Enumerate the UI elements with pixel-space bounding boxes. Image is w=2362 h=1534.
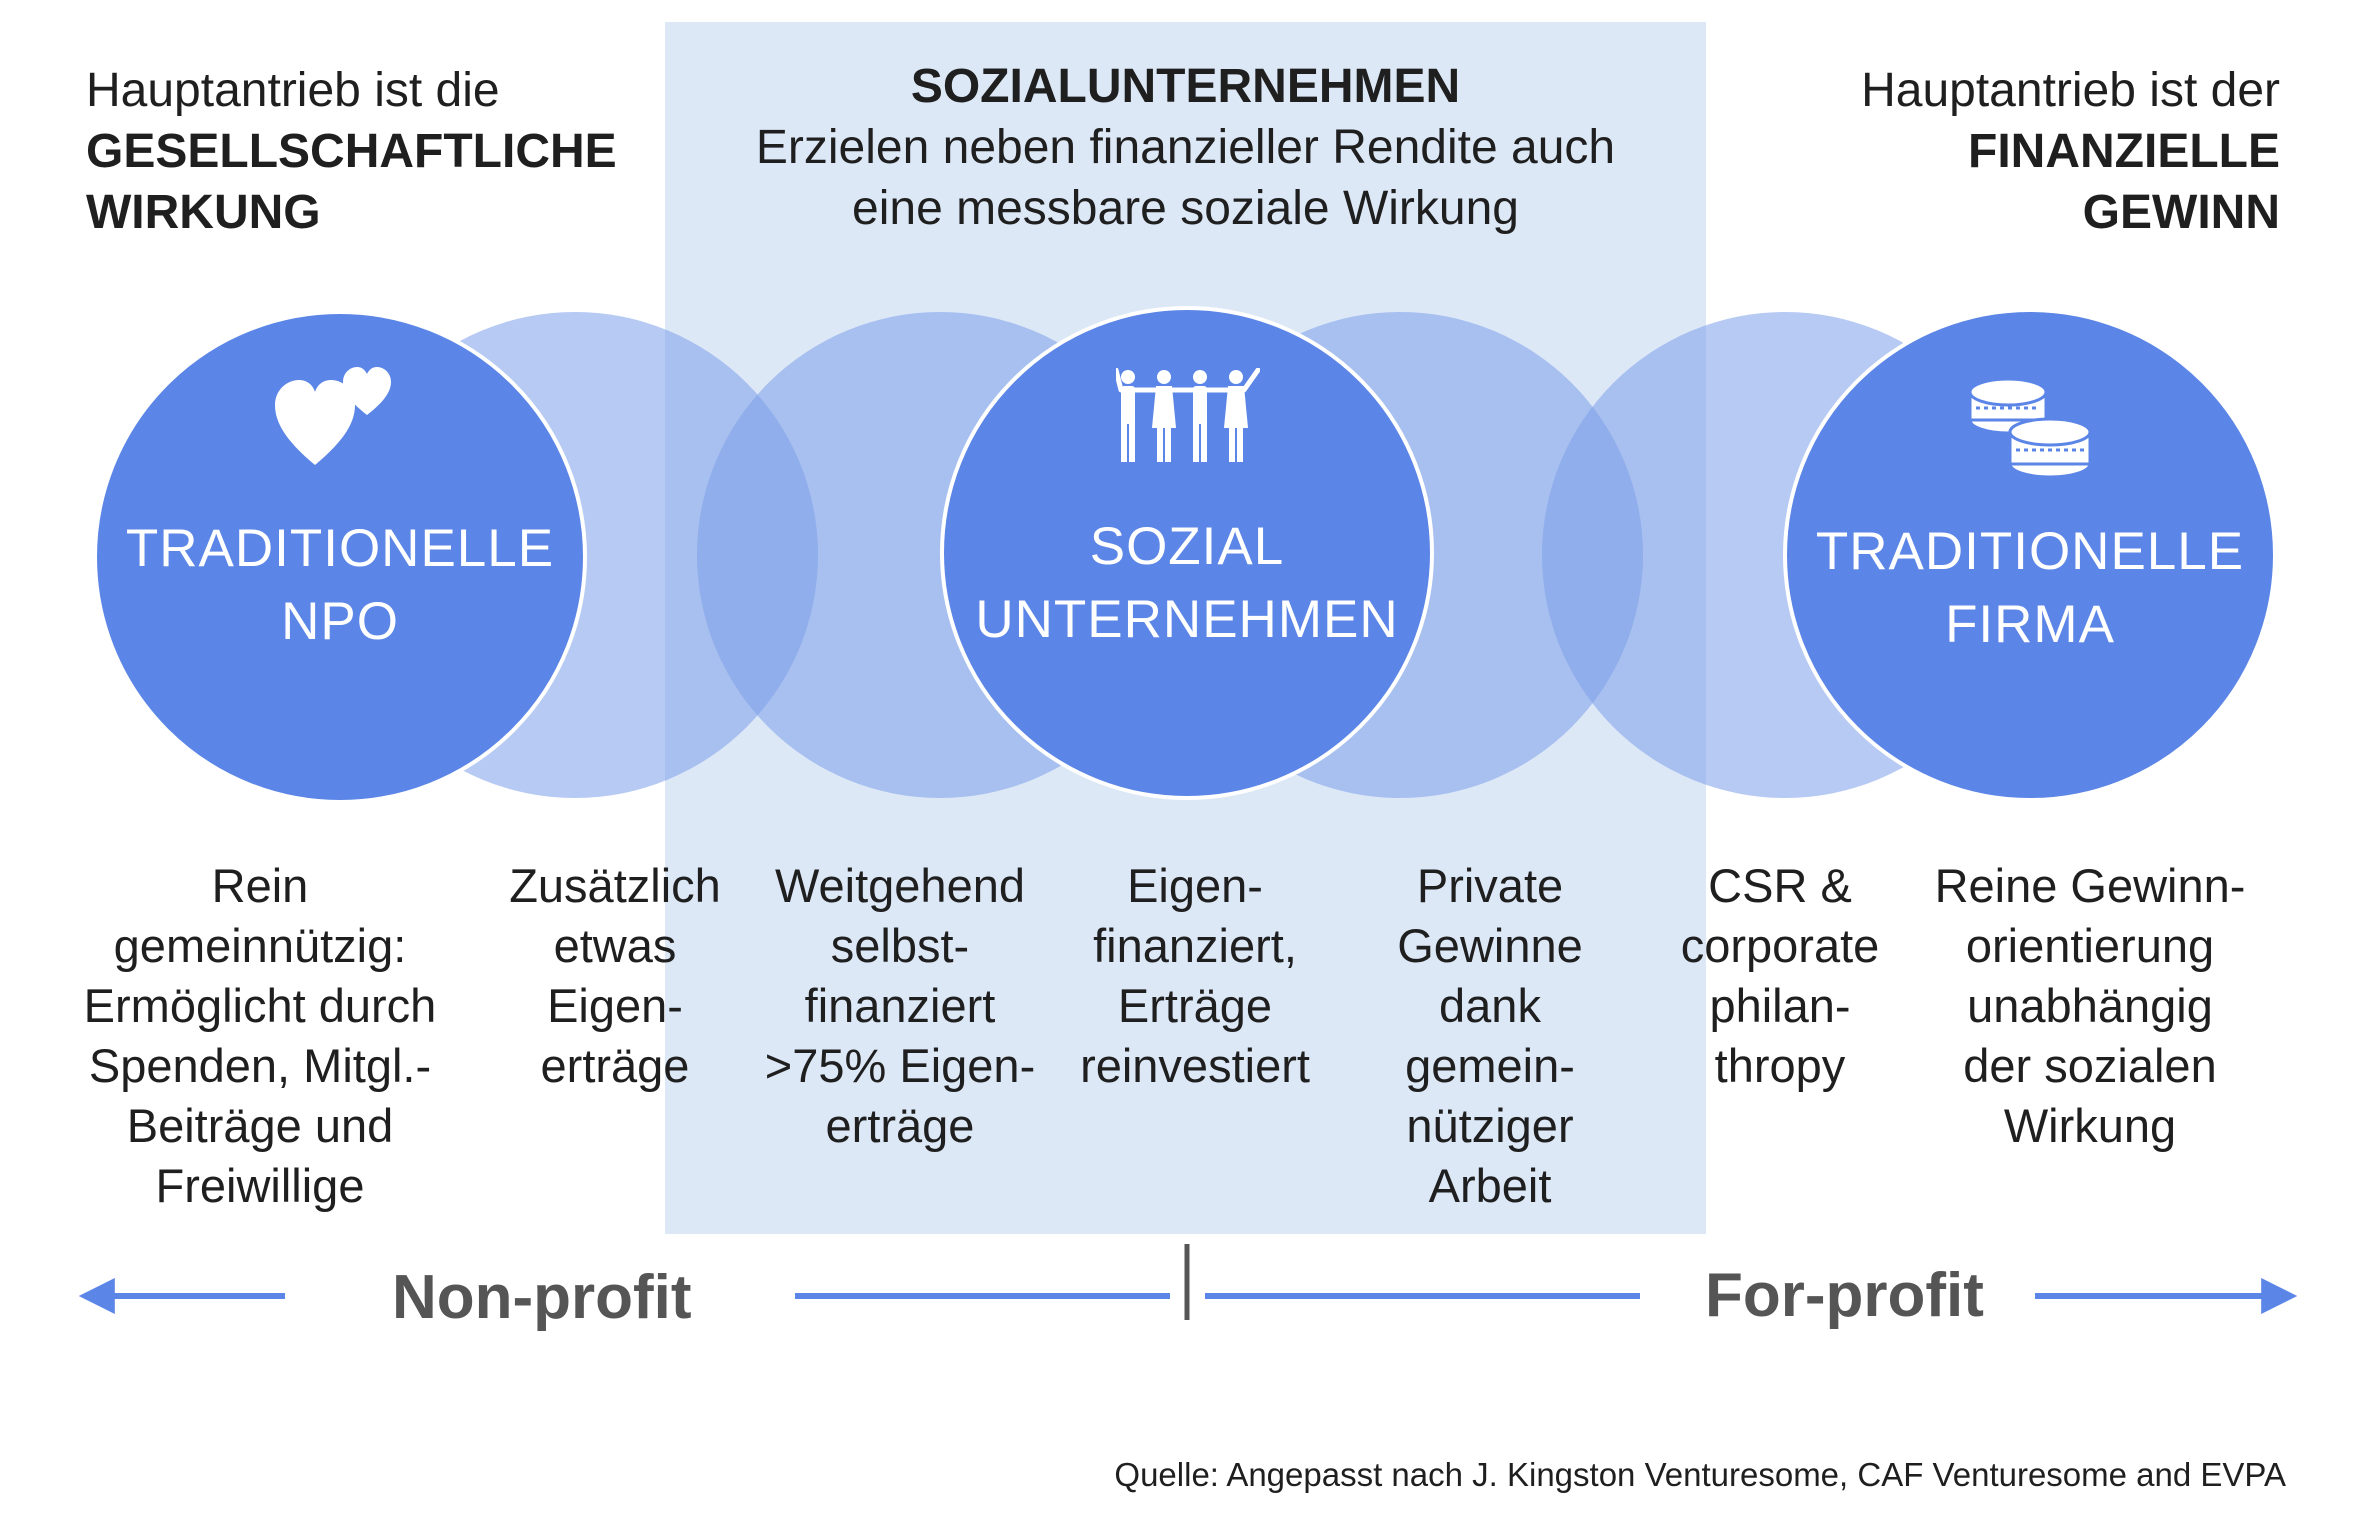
npo-label-line1: TRADITIONELLE <box>125 519 555 578</box>
axis-label-non-profit: Non-profit <box>392 1263 692 1332</box>
firm-label-line1: TRADITIONELLE <box>1815 522 2245 581</box>
source-note: Quelle: Angepasst nach J. Kingston Ventu… <box>1114 1456 2286 1493</box>
coins-icon <box>1968 372 2094 478</box>
header-center-line2: eine messbare soziale Wirkung <box>852 182 1519 235</box>
header-center-line1: Erzielen neben finanzieller Rendite auch <box>755 121 1616 174</box>
header-center-title: SOZIALUNTERNEHMEN <box>910 60 1461 113</box>
header-left-bold1: GESELLSCHAFTLICHE <box>86 125 617 178</box>
header-right-bold2: GEWINN <box>2082 186 2280 239</box>
header-right: Hauptantrieb ist der FINANZIELLE GEWINN <box>1720 60 2280 243</box>
description-csr: CSR & corporate philan- thropy <box>1680 859 1880 1092</box>
social-circle-label: SOZIAL UNTERNEHMEN <box>947 510 1427 656</box>
hearts-icon <box>275 360 395 470</box>
header-left-bold2: WIRKUNG <box>86 186 321 239</box>
npo-circle-label: TRADITIONELLE NPO <box>100 512 580 658</box>
npo-circle <box>93 310 587 804</box>
description-pure-profit: Reine Gewinn- orientierung unabhängig de… <box>1934 859 2246 1152</box>
social-label-line2: UNTERNEHMEN <box>975 590 1399 649</box>
people-icon <box>1116 368 1260 464</box>
firm-circle-label: TRADITIONELLE FIRMA <box>1790 515 2270 661</box>
header-left-line1: Hauptantrieb ist die <box>86 64 500 117</box>
header-right-bold1: FINANZIELLE <box>1968 125 2280 178</box>
npo-label-line2: NPO <box>281 592 399 651</box>
header-center: SOZIALUNTERNEHMEN Erzielen neben finanzi… <box>665 56 1706 239</box>
firm-circle <box>1783 308 2277 802</box>
description-partial-own-revenue: Zusätzlich etwas Eigen- erträge <box>509 859 721 1092</box>
header-left: Hauptantrieb ist die GESELLSCHAFTLICHE W… <box>86 60 646 243</box>
header-right-line1: Hauptantrieb ist der <box>1861 64 2280 117</box>
description-self-financed: Eigen- finanziert, Erträge reinvestiert <box>1080 859 1310 1092</box>
firm-label-line2: FIRMA <box>1945 595 2115 654</box>
social-label-line1: SOZIAL <box>1089 517 1285 576</box>
description-mostly-self-financed: Weitgehend selbst- finanziert >75% Eigen… <box>764 859 1036 1152</box>
description-private-profits: Private Gewinne dank gemein- nütziger Ar… <box>1397 859 1583 1212</box>
axis-label-for-profit: For-profit <box>1705 1261 1984 1330</box>
description-npo: Rein gemeinnützig: Ermöglicht durch Spen… <box>83 859 437 1212</box>
social-enterprise-circle <box>940 306 1434 800</box>
